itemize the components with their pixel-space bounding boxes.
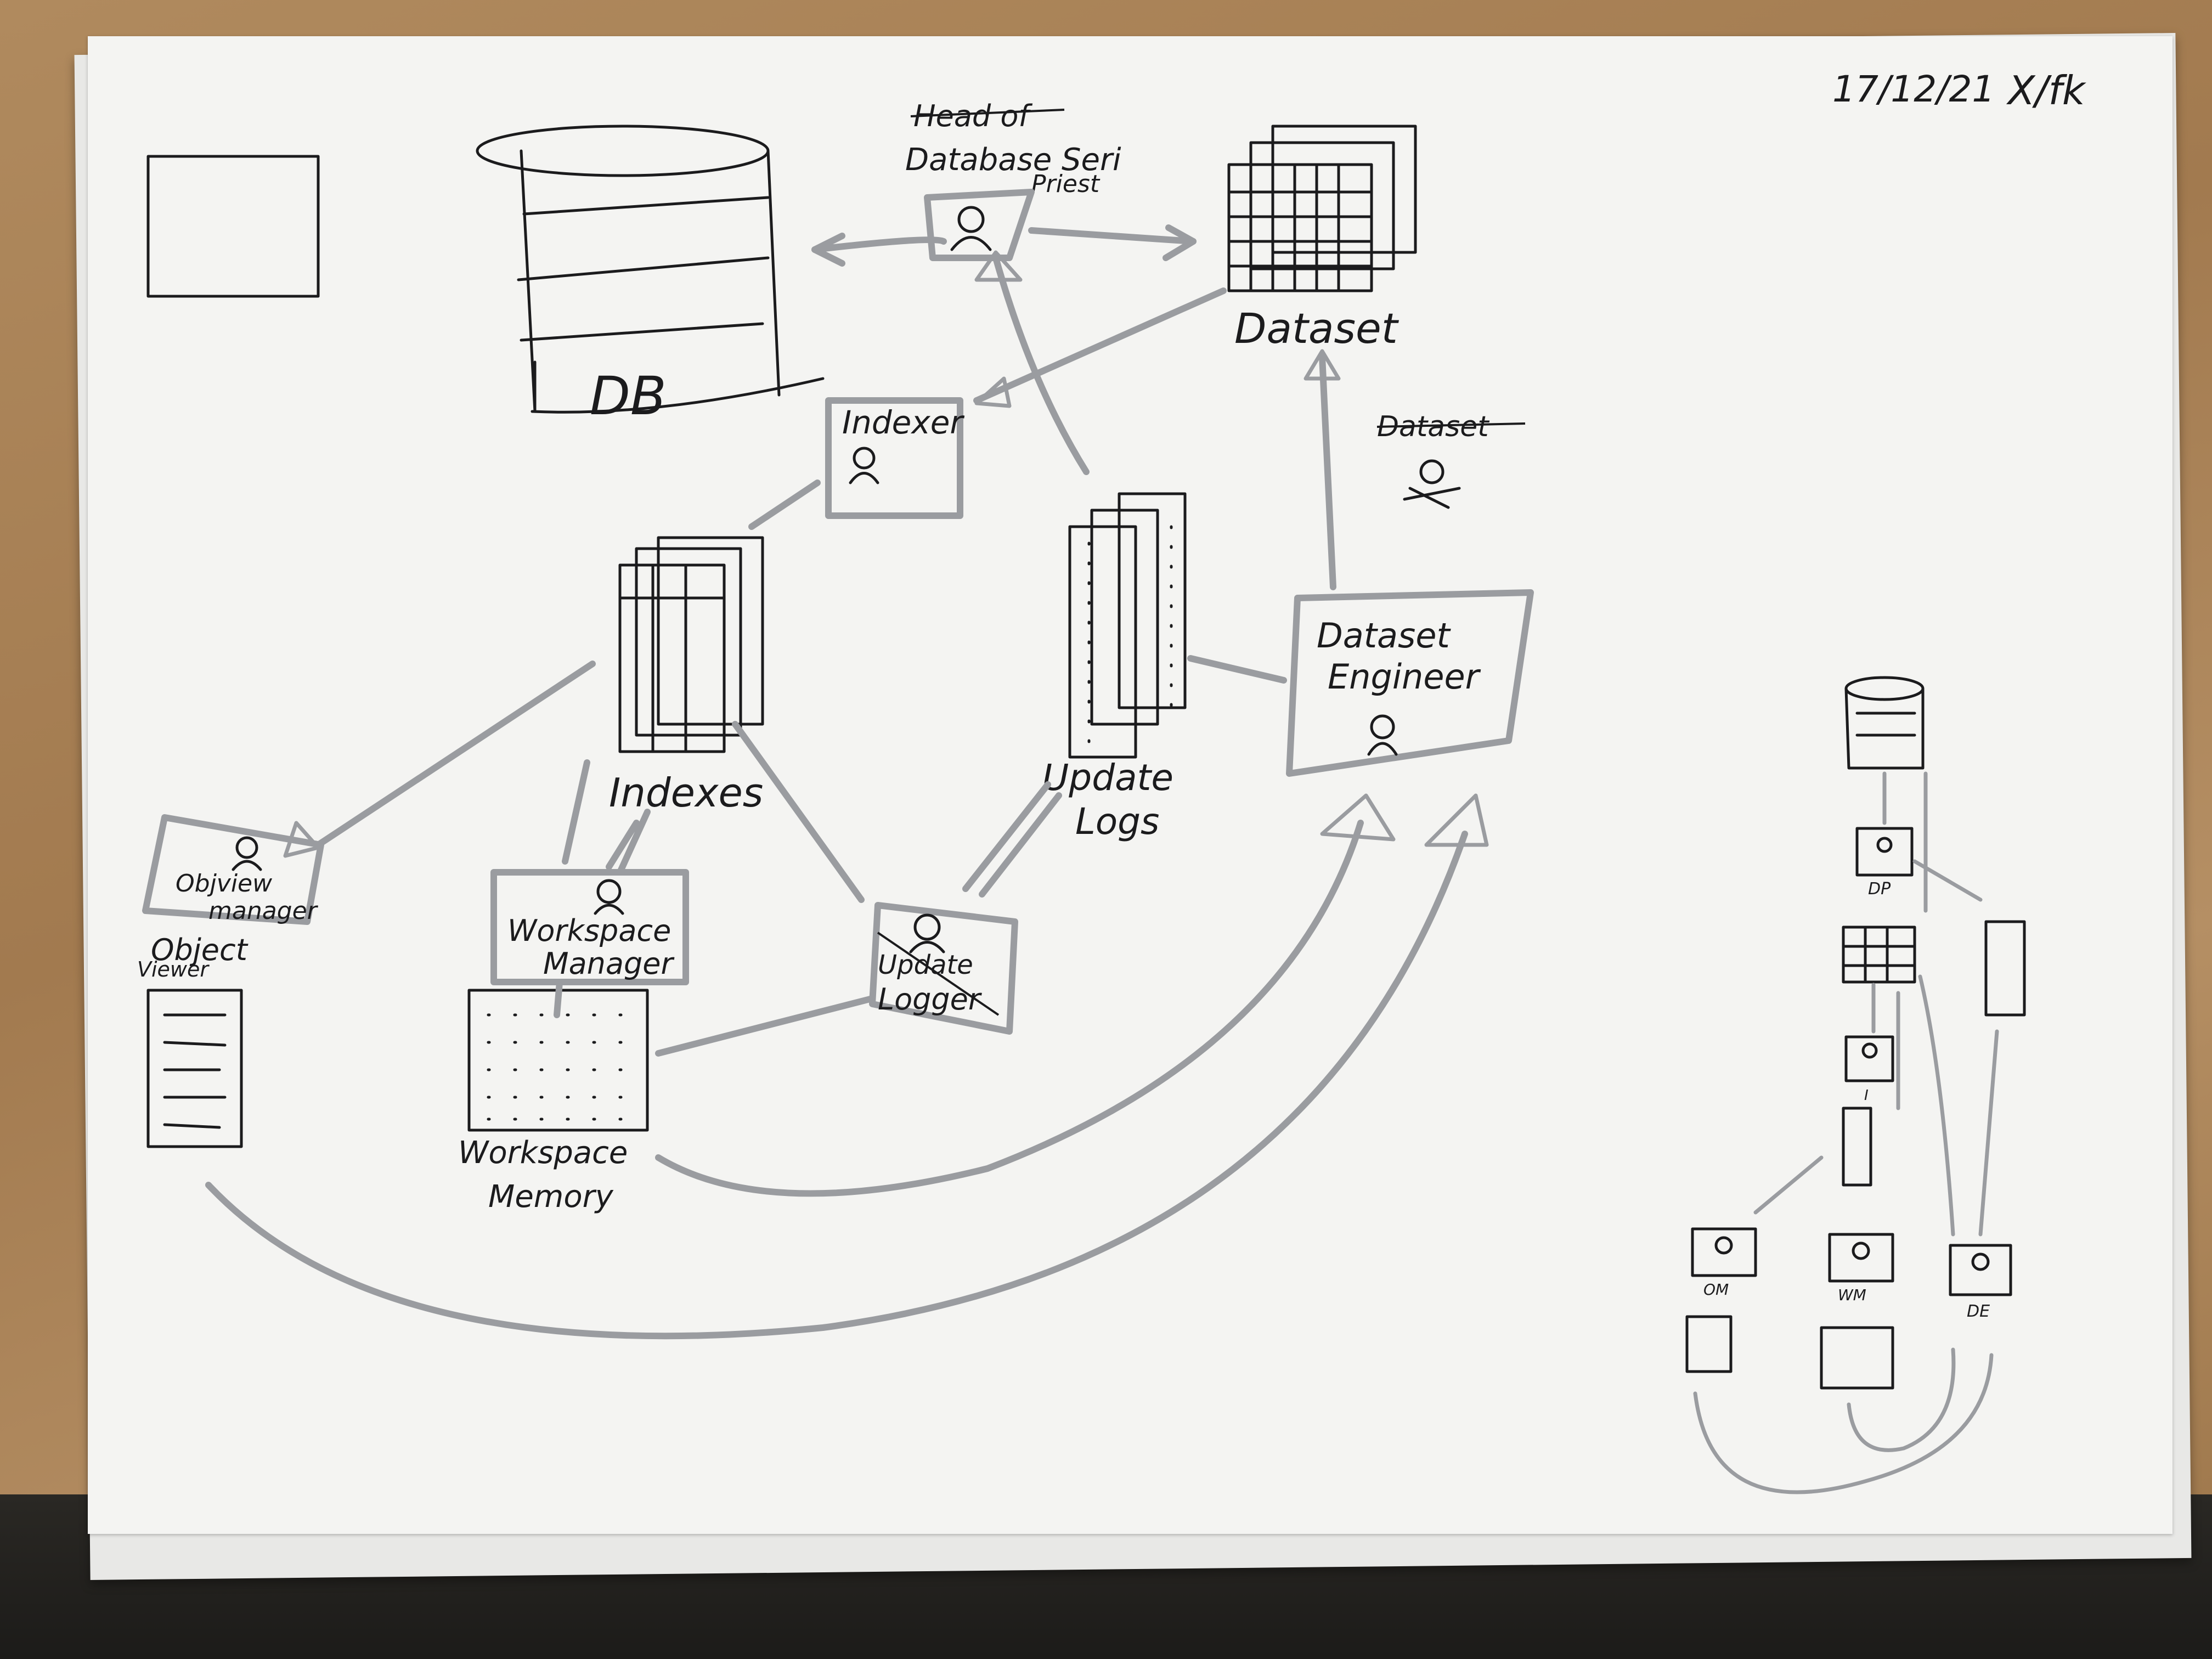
date-text: 17/12/21	[1832, 68, 1995, 110]
workspace-manager-node: Workspace Manager	[490, 869, 689, 985]
person-icon	[596, 879, 622, 904]
memory-engineer-curve	[655, 820, 1364, 1197]
dataset-person-struck: Dataset	[1376, 410, 1526, 509]
logger-logs-arrows	[962, 781, 1062, 898]
person-icon	[957, 206, 985, 233]
update-logs-label-1: Update	[1042, 757, 1173, 799]
object-viewer-label-2: Viewer	[137, 957, 210, 981]
object-viewer-label-1: Object	[151, 933, 249, 967]
obj-viewer-manager-label-1: Objview	[176, 870, 273, 898]
priest-label: Priest	[1031, 170, 1101, 198]
dataset-engineer-label-1: Dataset	[1317, 616, 1451, 656]
workspace-manager-label-1: Workspace	[507, 913, 671, 948]
workspace-memory-label-1: Workspace	[458, 1135, 628, 1171]
dataset-indexer-arrow	[973, 287, 1227, 404]
object-viewer-manager-node: Objview manager	[142, 814, 324, 925]
empty-box	[146, 155, 320, 298]
logs-engineer-arrow	[1187, 655, 1287, 684]
person-icon	[853, 447, 876, 470]
indexes-workspace-arrows	[562, 759, 651, 876]
indexer-node: Indexer	[825, 397, 964, 519]
database-service-label: Database Seri	[905, 142, 1121, 178]
indexer-label: Indexer	[842, 404, 964, 441]
update-logs-label-2: Logs	[1075, 800, 1159, 843]
mini-i-label: I	[1864, 1087, 1869, 1104]
person-icon	[1419, 459, 1444, 484]
object-viewer-node: Object Viewer	[137, 933, 249, 1148]
engineer-dataset-arrow	[1319, 353, 1336, 590]
update-logs-node: Update Logs	[1042, 492, 1187, 843]
dataset-engineer-label-2: Engineer	[1328, 657, 1481, 697]
memory-logger-arrow	[655, 995, 876, 1057]
paper-sheet	[88, 36, 2172, 1534]
indexes-objmanager-arrow	[315, 661, 596, 848]
viewer-engineer-curve	[205, 831, 1468, 1340]
logs-service-arrow	[992, 255, 1090, 475]
obj-viewer-manager-label-2: manager	[208, 897, 319, 925]
workspace-memory-node: Workspace Memory	[458, 989, 649, 1215]
wm-memory-arrow	[554, 979, 563, 1018]
indexes-logger-arrow	[732, 721, 865, 903]
mini-om-label: OM	[1703, 1280, 1729, 1299]
person-icon	[235, 836, 258, 859]
workspace-manager-label-2: Manager	[543, 946, 674, 981]
mini-wm-label: WM	[1838, 1286, 1866, 1304]
initials-text: X/fk	[2006, 67, 2087, 114]
mini-dp-label: DP	[1868, 879, 1891, 899]
db-dataset-arrow	[811, 227, 1197, 253]
dataset-engineer-node: Dataset Engineer	[1286, 589, 1534, 777]
update-logger-label-2: Logger	[878, 982, 982, 1017]
workspace-memory-label-2: Memory	[488, 1179, 614, 1215]
dataset-node: Dataset	[1227, 125, 1417, 353]
dataset-label: Dataset	[1234, 304, 1400, 353]
indexer-indexes-arrow	[748, 479, 821, 530]
indexes-node: Indexes	[609, 536, 764, 816]
db-label: DB	[590, 365, 667, 427]
indexes-label: Indexes	[609, 770, 763, 816]
db-cylinder: DB	[476, 125, 825, 427]
mini-diagram: DP I OM WM DE	[1685, 676, 2026, 1494]
update-logger-node: Update Logger	[869, 902, 1018, 1035]
person-icon	[1370, 714, 1395, 740]
mini-de-label: DE	[1967, 1302, 1990, 1321]
person-icon	[913, 913, 941, 941]
